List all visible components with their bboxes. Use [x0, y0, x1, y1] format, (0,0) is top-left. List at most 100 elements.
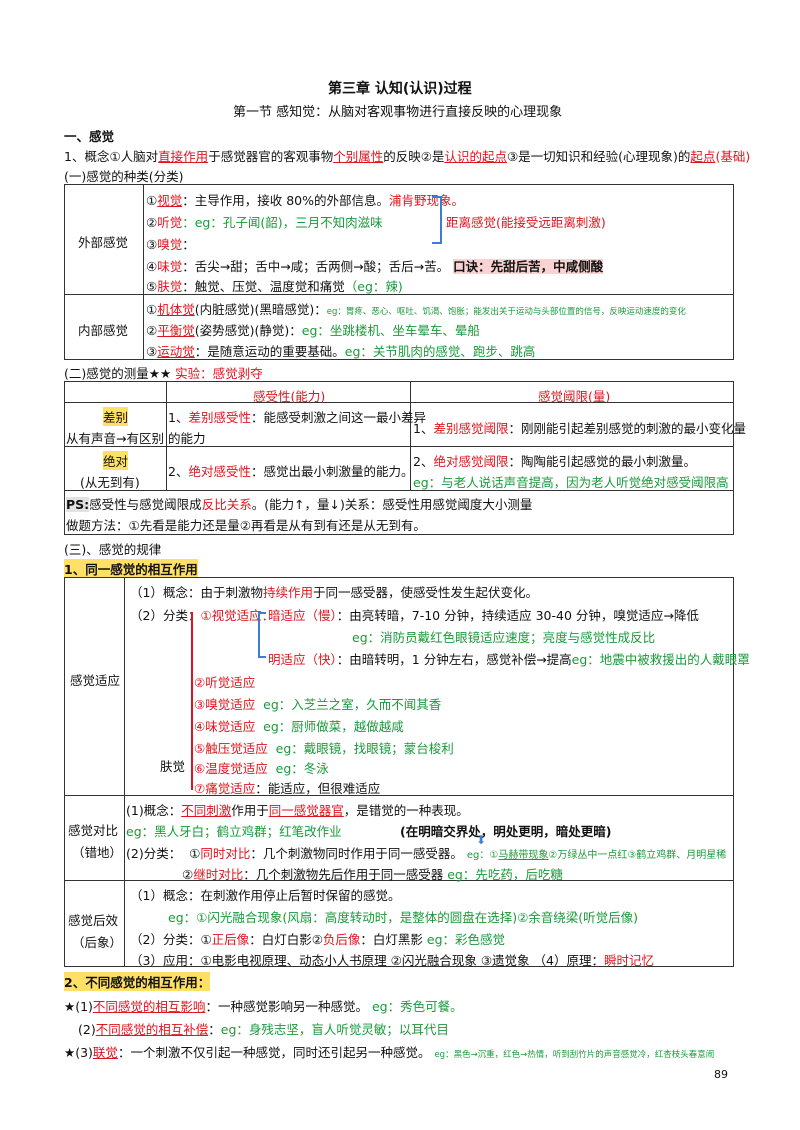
text: 平衡觉 [157, 323, 195, 338]
method-line: 做题方法：①先看是能力还是量②再看是从有到有还是从无到有。 [66, 518, 426, 533]
text: ② [146, 323, 158, 338]
text: ：一个刺激不仅引起一种感觉，同时还引起另一种感觉。 [117, 1045, 431, 1060]
page-number: 89 [714, 1068, 728, 1081]
text: ：触觉、压觉、温度觉和痛觉 [182, 279, 345, 294]
text: (内脏感觉)(黑暗感觉)： [194, 302, 327, 317]
after-concept: （1）概念：在刺激作用停止后暂时保留的感觉。 [130, 888, 401, 903]
text: ⑦痛觉适应 [194, 781, 256, 796]
text: 感受性与感觉阈限成 [89, 497, 202, 512]
pain-adapt: ⑦痛觉适应：能适应，但很难适应 [194, 778, 380, 797]
text: eg：厨师做菜，越做越咸 [263, 719, 404, 734]
text: ：由亮转暗，7-10 分钟，持续适应 30-40 分钟，嗅觉适应→降低 [336, 608, 699, 623]
law-title: (三)、感觉的规律 [64, 542, 162, 557]
after-apply: （3）应用：①电影电视原理、动态小人书原理 ②闪光融合现象 ③遗觉象 （4）原理… [130, 950, 654, 969]
text: eg：秀色可餐。 [371, 999, 463, 1014]
text: PS: [66, 497, 90, 512]
text: （eg：辣) [344, 279, 403, 294]
text: ①视觉适应： [200, 608, 275, 623]
adapt-class: （2）分类：①视觉适应： [130, 605, 274, 624]
touch-adapt: ⑤触压觉适应 eg：戴眼镜，找眼镜；蒙台梭利 [194, 738, 454, 757]
text: 不同刺激 [181, 803, 232, 818]
successive-contrast: ②继时对比：几个刺激物先后作用于同一感受器 eg：先吃药，后吃糖 [182, 864, 563, 883]
text: ⑤触压觉适应 [194, 741, 268, 756]
balance-row: ②平衡觉(姿势感觉)(静觉)：eg：坐跳楼机、坐车晕车、晕船 [146, 320, 480, 339]
text: ：几个刺激物先后作用于同一感受器 [243, 867, 444, 882]
text: ③嗅觉适应 [194, 697, 256, 712]
text: eg：先吃药，后吃糖 [447, 867, 563, 882]
text: ：能适应，但很难适应 [255, 781, 381, 796]
text: ① [146, 302, 158, 317]
kinds-table [64, 184, 734, 360]
divider [143, 184, 144, 360]
text: 反比关系 [201, 497, 252, 512]
after-label-2: （后象） [72, 935, 123, 950]
diff-compensation: (2)不同感觉的相互补偿：eg：身残志坚，盲人听觉灵敏；以耳代目 [78, 1019, 449, 1038]
divider [64, 490, 734, 491]
text: 1、 [413, 421, 434, 436]
text: 实验：感觉剥夺 [175, 366, 263, 381]
text: 正后像 [211, 932, 250, 947]
abs-threshold: 2、绝对感觉阈限：陶陶能引起感觉的最小刺激量。 [413, 451, 696, 470]
text: 继时对比 [193, 867, 244, 882]
kinds-title: (一)感觉的种类(分类) [64, 169, 184, 184]
diff-sensitivity-2: 的能力 [168, 431, 206, 446]
diff-sensitivity: 1、差别感受性：能感受刺激之间这一最小差异 [168, 407, 426, 426]
vision-row: ①视觉：主导作用，接收 80%的外部信息。浦肯野现象。 [146, 190, 464, 209]
diff-influence: ★(1)不同感觉的相互影响：一种感觉影响另一种感觉。 eg：秀色可餐。 [64, 996, 463, 1015]
ps-line: PS:感受性与感觉阈限成反比关系。(能力↑，量↓)关系：感受性用感觉阈度大小测量 [66, 494, 532, 513]
text: 视觉 [157, 193, 183, 208]
text: 瞬时记忆 [603, 953, 654, 968]
contrast-concept: (1)概念：不同刺激作用于同一感觉器官，是错觉的一种表现。 [126, 800, 469, 819]
text: (二)感觉的测量★★ [64, 366, 172, 381]
text: eg：冬泳 [275, 761, 329, 776]
text: 联觉 [92, 1045, 118, 1060]
text: 认识的起点 [444, 149, 507, 164]
text: 口诀：先甜后苦，中咸侧酸 [453, 259, 604, 274]
body-sense-row: ①机体觉(内脏感觉)(黑暗感觉)：eg：胃疼、恶心、呕吐、饥渴、饱胀；能发出关于… [146, 299, 686, 318]
taste-row: ④味觉：舌尖→甜；舌中→咸；舌两侧→酸；舌后→苦。 口诀：先甜后苦，中咸侧酸 [146, 256, 604, 275]
text: eg：胃疼、恶心、呕吐、饥渴、饱胀；能发出关于运动与头部位置的信号，反映运动速度… [326, 307, 686, 317]
text: 嗅觉 [157, 237, 183, 252]
text: 于同一感受器，使感受性发生起伏变化。 [312, 585, 538, 600]
text: ：感觉出最小刺激量的能力。 [250, 464, 414, 479]
text: ： [182, 237, 195, 252]
text: ② [146, 215, 158, 230]
after-label: 感觉后效 [68, 913, 119, 928]
text: 持续作用 [262, 585, 313, 600]
bracket [191, 612, 193, 790]
text: 差别感受性 [188, 410, 251, 425]
simultaneous-contrast: (2)分类： ①同时对比：几个刺激物同时作用于同一感受器。 eg：①马赫带现象②… [126, 843, 726, 862]
text: 明适应（快） [268, 652, 337, 667]
text: ② [182, 867, 194, 882]
temp-adapt: ⑥温度觉适应 eg：冬泳 [194, 758, 329, 777]
text: eg：身残志坚，盲人听觉灵敏；以耳代目 [220, 1022, 449, 1037]
contrast-label-2: （错地） [72, 845, 123, 860]
text: 绝对感受性 [188, 464, 251, 479]
after-class: （2）分类：①正后像：白灯白影②负后像：白灯黑影 eg：彩色感觉 [130, 929, 505, 948]
text: ① [189, 846, 201, 861]
text: (2)分类： [126, 846, 182, 861]
text: ③是一切知识和经验(心理现象)的 [506, 149, 691, 164]
divider [124, 577, 125, 967]
text: 。(能力↑，量↓)关系：感受性用感觉阈度大小测量 [251, 497, 533, 512]
text: eg：黑色→沉重，红色→热情，听到刮竹片的声音感觉冷，红杏枝头春意闹 [434, 1050, 715, 1060]
measure-table [64, 381, 734, 535]
text: 不同感觉的相互补偿 [95, 1022, 209, 1037]
text: 1、概念①人脑对 [64, 149, 159, 164]
taste-adapt: ④味觉适应 eg：厨师做菜，越做越咸 [194, 716, 404, 735]
text: （2）分类： [130, 608, 201, 623]
text: 2、 [413, 454, 434, 469]
text: 个别属性 [333, 149, 384, 164]
arrow-down-icon: ⬇ [476, 833, 487, 847]
row-abs-sub: (从无到有) [80, 475, 140, 490]
text: ③ [146, 344, 158, 359]
text: ④味觉适应 [194, 719, 256, 734]
text: 绝对感觉阈限 [433, 454, 509, 469]
text: eg：戴眼镜，找眼镜；蒙台梭利 [275, 741, 454, 756]
hearing-row: ②听觉：eg：孔子闻(韶)，三月不知肉滋味 [146, 212, 383, 231]
text: 机体觉 [157, 302, 195, 317]
law-table [64, 577, 734, 967]
text: 2、 [168, 464, 189, 479]
measure-title: (二)感觉的测量★★ 实验：感觉剥夺 [64, 363, 263, 382]
text: 肤觉 [157, 279, 183, 294]
